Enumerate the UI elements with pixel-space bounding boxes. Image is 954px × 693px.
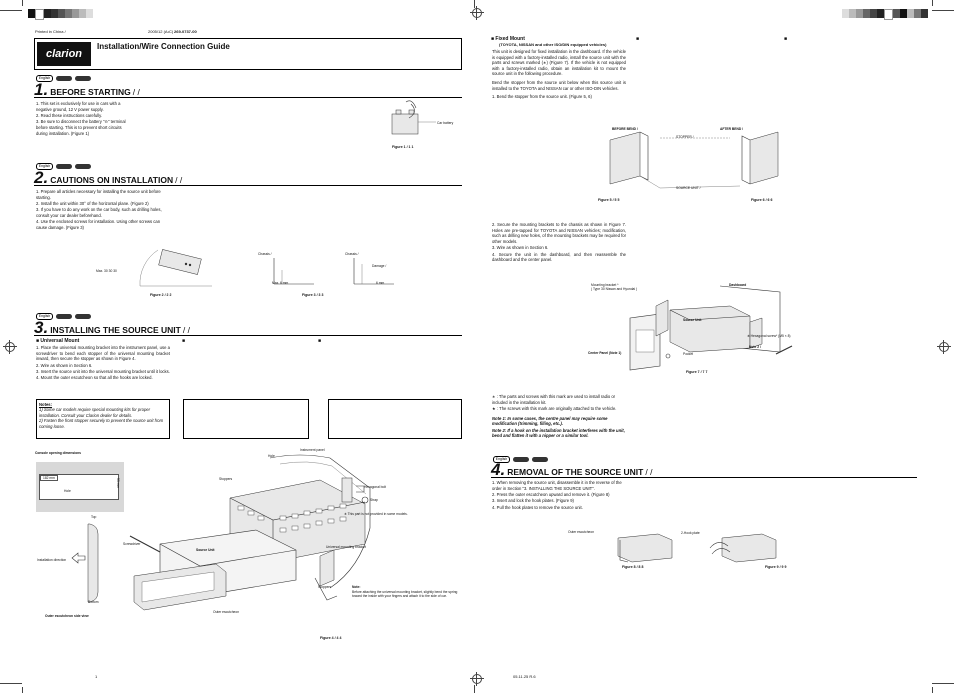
figure-caption: Figure 4 / 4 4 [320,636,342,640]
section-1-list: 1. This set is exclusively for use in ca… [36,101,134,137]
printed-in: Printed in China / [35,29,66,34]
list-item: 4. Use the enclosed screws for installat… [36,219,161,230]
notes-box: Notes: 1) Some car models require specia… [36,399,170,439]
list-item: 4. Mount the outer escutcheon so that al… [36,375,153,381]
grayscale-bar-right [842,9,928,20]
figure-4-universal-mount [129,454,371,611]
console-opening: Hole 182 mm 53 mm [36,462,124,512]
page-number: 1 [95,674,98,679]
list-item: 4. Secure the unit in the dashboard, and… [492,251,626,263]
figure-1-battery [391,100,436,135]
fixed-mount-steps: 2. Secure the mounting brackets to the c… [492,222,626,264]
notes-box-alt [183,399,309,439]
section-3-header: 3. INSTALLING THE SOURCE UNIT / / [34,319,462,336]
figure-caption: Figure 8 / 8 8 [622,565,644,569]
figure-caption: Figure 5 / 5 5 [598,198,620,202]
side-view-caption: Outer escutcheon side view [45,614,89,618]
language-tabs: English [36,312,91,320]
registration-mark [937,340,951,354]
section-title: CAUTIONS ON INSTALLATION [50,175,174,185]
figure-8-9-removal [617,533,777,563]
list-item: 1. This set is exclusively for use in ca… [36,101,121,112]
clarion-logo: clarion [37,42,91,66]
date-code: 2005/12 (A•C) [148,29,174,34]
section-3-list: 1. Place the universal mounting bracket … [36,345,170,382]
section-4-header: 4. REMOVAL OF THE SOURCE UNIT / / [491,461,917,478]
subsection-title: ■ Universal Mount [36,338,80,344]
registration-mark [470,672,484,686]
list-item: 3. If you have to do any work on the car… [36,207,162,218]
figure-caption: Figure 1 / 1 1 [392,145,414,149]
list-item: 1. Prepare all articles necessary for in… [36,189,161,200]
list-item: 1. Place the universal mounting bracket … [36,345,170,362]
notes-box-alt [328,399,462,439]
list-item: 2. Secure the mounting brackets to the c… [492,222,626,244]
lang-english: English [36,74,53,82]
section-1-header: 1. BEFORE STARTING / / [34,80,462,99]
list-item: 3. Insert the source unit into the unive… [36,368,170,374]
list-item: 3. Insert and lock the hook plates. (Fig… [492,498,574,504]
figure-3-screws [273,258,394,285]
part-number: 269-0737-00 [174,29,197,34]
fixed-mount-subtitle: (TOYOTA, NISSAN and other ISO/DIN equipp… [499,42,607,47]
figure-7-fixed-mount [629,285,793,371]
list-item: 3. Wire as shown in Section 6. [492,245,549,251]
section-title: BEFORE STARTING [50,87,131,97]
registration-mark [470,6,484,20]
footer-code: 05.11.25 R.6 [513,674,536,679]
list-item: 2. Read these instructions carefully. [36,112,103,118]
registration-mark [3,340,17,354]
figure-caption: Figure 3 / 3 3 [302,293,324,297]
list-item: 2. Press the outer escutcheon upward and… [492,491,610,497]
section-number: 1. [34,80,49,99]
figure-caption: Figure 6 / 6 6 [751,198,773,202]
figure-caption: Figure 2 / 2 2 [150,293,172,297]
language-tabs: English [36,162,91,170]
figure-2-angle [139,249,212,287]
title-frame: clarion Installation/Wire Connection Gui… [34,38,462,70]
language-tabs: English [493,455,548,463]
section-title: REMOVAL OF THE SOURCE UNIT [507,467,644,477]
list-item: 4. Pull the hook plates to remove the so… [492,504,583,510]
figure-label: Car battery [437,121,454,125]
grayscale-bar [28,9,93,20]
guide-title: Installation/Wire Connection Guide [97,42,230,51]
language-tabs: English [36,74,91,82]
figure-5-6-bend [609,131,779,189]
section-4-list: 1. When removing the source unit, disass… [492,480,626,511]
section-title: INSTALLING THE SOURCE UNIT [50,325,181,335]
section-2-header: 2. CAUTIONS ON INSTALLATION / / [34,169,462,186]
fixed-mount-title: ■ Fixed Mount [491,36,525,42]
figure-caption: Figure 9 / 9 9 [765,565,787,569]
list-item: 2. Install the unit within 30° of the ho… [36,200,149,206]
escutcheon-side-view [71,523,99,603]
section-2-list: 1. Prepare all articles necessary for in… [36,189,170,231]
console-title: Console opening dimensions [35,451,81,455]
fixed-mount-legend: ∗ : The parts and screws with this mark … [492,394,625,439]
list-item: 1. When removing the source unit, disass… [492,480,622,491]
list-item: 2. Wire as shown in Section 6. [36,362,93,368]
figure-caption: Figure 7 / 7 7 [686,370,708,374]
fixed-mount-text: This unit is designed for fixed installa… [492,49,626,100]
list-item: 3. Be sure to disconnect the battery "⊖"… [36,119,126,136]
